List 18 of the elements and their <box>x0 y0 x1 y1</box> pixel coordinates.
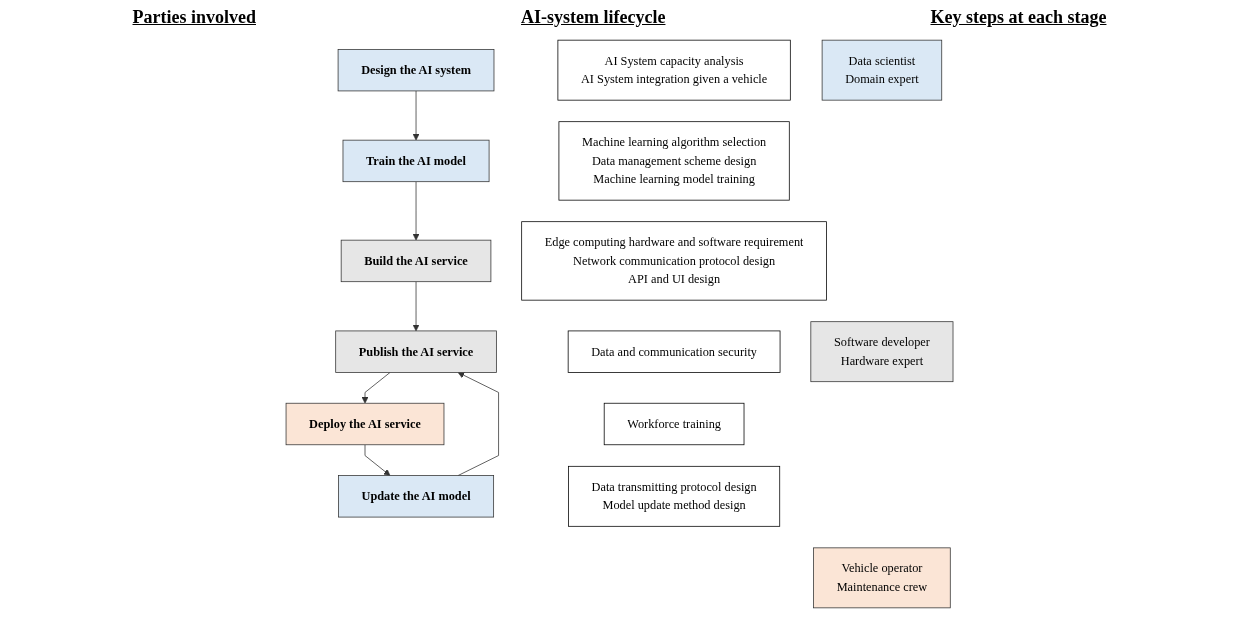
node-box: Data scientist Domain expert <box>821 39 943 101</box>
node-box: Data and communication security <box>567 330 781 373</box>
column-heading: AI-system lifecycle <box>521 6 666 28</box>
node-box: Design the AI system <box>337 49 495 92</box>
node-box: Machine learning algorithm selection Data management scheme design Machine learning model training <box>558 121 790 201</box>
node-box: Software developer Hardware expert <box>810 321 954 383</box>
node-box: AI System capacity analysis AI System integration given a vehicle <box>557 39 791 101</box>
node-box: Deploy the AI service <box>285 402 445 446</box>
node-box: Build the AI service <box>340 239 492 283</box>
node-box: Train the AI model <box>342 139 490 183</box>
node-box: Workforce training <box>603 402 745 446</box>
node-box: Vehicle operator Maintenance crew <box>813 547 951 609</box>
node-box: Edge computing hardware and software requirement Network communication protocol design API and UI design <box>521 221 827 301</box>
column-heading: Key steps at each stage <box>930 6 1107 28</box>
node-box: Publish the AI service <box>335 330 497 373</box>
column-heading: Parties involved <box>132 6 256 28</box>
node-box: Data transmitting protocol design Model update method design <box>568 465 781 527</box>
node-box: Update the AI model <box>338 475 494 518</box>
